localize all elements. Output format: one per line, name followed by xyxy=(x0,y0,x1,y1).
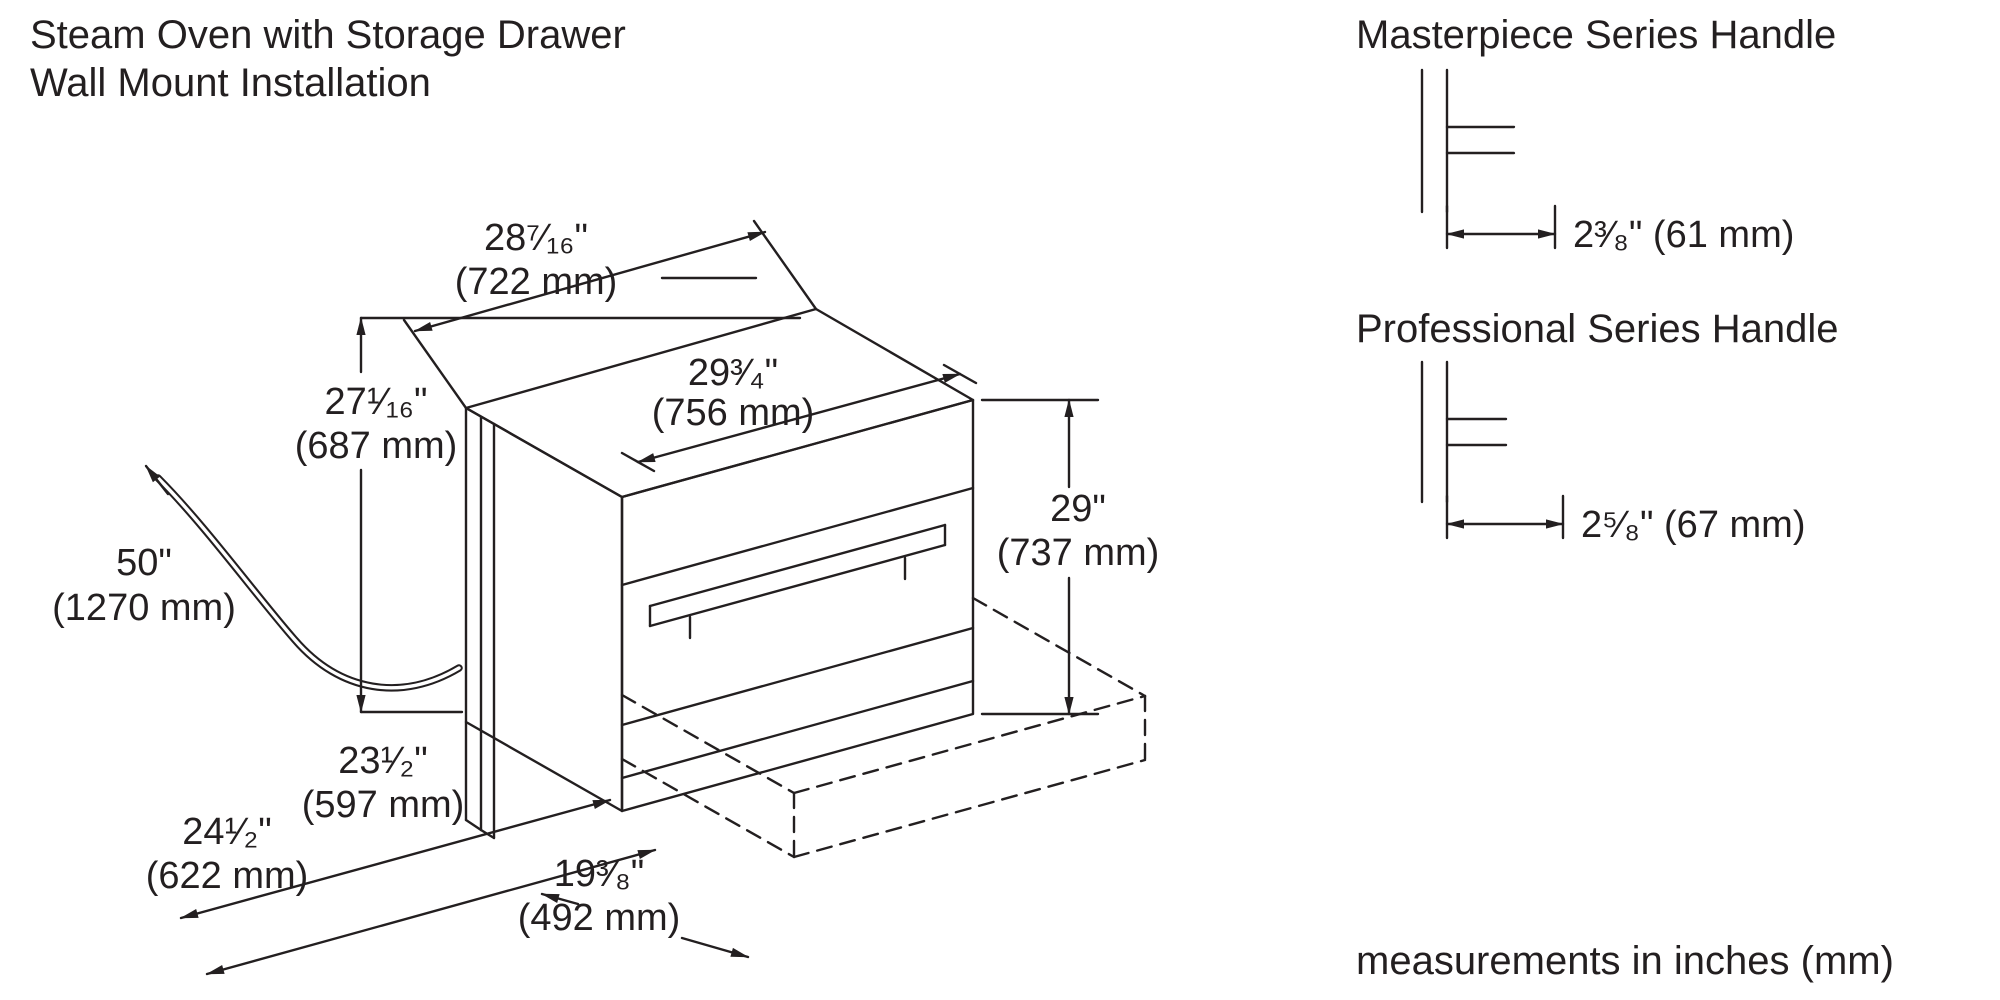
professional-handle-dimension: 2⁵⁄₈" (67 mm) xyxy=(1445,494,1805,546)
dim-chassis-width-mm: (722 mm) xyxy=(455,261,618,303)
page-title-line2: Wall Mount Installation xyxy=(30,61,431,105)
dim-overall-height: 29" (737 mm) xyxy=(980,398,1160,716)
masterpiece-handle-dimension: 2³⁄₈" (61 mm) xyxy=(1445,204,1794,256)
page-title-line1: Steam Oven with Storage Drawer xyxy=(30,13,626,57)
dim-cord-length-mm: (1270 mm) xyxy=(52,587,236,629)
professional-handle-drawing xyxy=(1420,360,1563,504)
dim-base-depth-outer-mm: (622 mm) xyxy=(146,855,309,897)
oven-front-face xyxy=(620,398,975,813)
dim-drawer-extension-in: 19³⁄₈" xyxy=(554,853,645,895)
measurements-footnote: measurements in inches (mm) xyxy=(1356,939,1894,983)
dim-overall-height-mm: (737 mm) xyxy=(997,532,1160,574)
dim-cord-length: 50" (1270 mm) xyxy=(52,542,236,629)
wall-mount-plate-lines xyxy=(464,415,496,840)
power-cord xyxy=(144,464,463,692)
dim-chassis-height-mm: (687 mm) xyxy=(295,425,458,467)
masterpiece-handle-title: Masterpiece Series Handle xyxy=(1356,13,1836,57)
dim-door-width: 29³⁄₄" (756 mm) xyxy=(620,352,978,473)
dim-drawer-extension: 19³⁄₈" (492 mm) xyxy=(518,853,750,959)
dim-chassis-height: 27¹⁄₁₆" (687 mm) xyxy=(295,316,802,714)
masterpiece-handle-drawing xyxy=(1420,68,1555,214)
storage-drawer-dashed-outline xyxy=(620,596,1147,859)
power-cord-line xyxy=(154,474,463,692)
dim-overall-height-in: 29" xyxy=(1050,488,1106,530)
masterpiece-handle-dim-label: 2³⁄₈" (61 mm) xyxy=(1573,214,1794,256)
power-cord-line-inner xyxy=(156,476,461,690)
dim-chassis-height-in: 27¹⁄₁₆" xyxy=(325,381,428,423)
front-panel-lines xyxy=(620,486,975,780)
dim-base-depth-inner: 23¹⁄₂" (597 mm) xyxy=(179,740,612,920)
dim-door-width-mm: (756 mm) xyxy=(652,392,815,434)
oven-side-face xyxy=(464,406,624,813)
dim-cord-length-in: 50" xyxy=(116,542,172,584)
professional-handle-section: Professional Series Handle 2⁵⁄₈" (67 mm) xyxy=(1356,307,1838,546)
masterpiece-knob xyxy=(1511,118,1555,162)
dim-door-width-in: 29³⁄₄" xyxy=(688,352,778,394)
dim-base-depth-outer: 24¹⁄₂" (622 mm) xyxy=(146,811,657,976)
masterpiece-handle-section: Masterpiece Series Handle 2³⁄₈" (61 mm) xyxy=(1356,13,1836,256)
professional-handle-title: Professional Series Handle xyxy=(1356,307,1838,351)
dim-chassis-width-in: 28⁷⁄₁₆" xyxy=(484,217,588,259)
dim-drawer-extension-mm: (492 mm) xyxy=(518,897,681,939)
dim-base-depth-inner-mm: (597 mm) xyxy=(302,784,465,826)
professional-knob xyxy=(1511,406,1563,458)
dim-base-depth-inner-in: 23¹⁄₂" xyxy=(338,740,428,782)
door-handle-bar xyxy=(648,523,947,640)
dim-chassis-width: 28⁷⁄₁₆" (722 mm) xyxy=(402,217,818,410)
professional-handle-dim-label: 2⁵⁄₈" (67 mm) xyxy=(1581,504,1805,546)
dim-base-depth-outer-in: 24¹⁄₂" xyxy=(182,811,272,853)
